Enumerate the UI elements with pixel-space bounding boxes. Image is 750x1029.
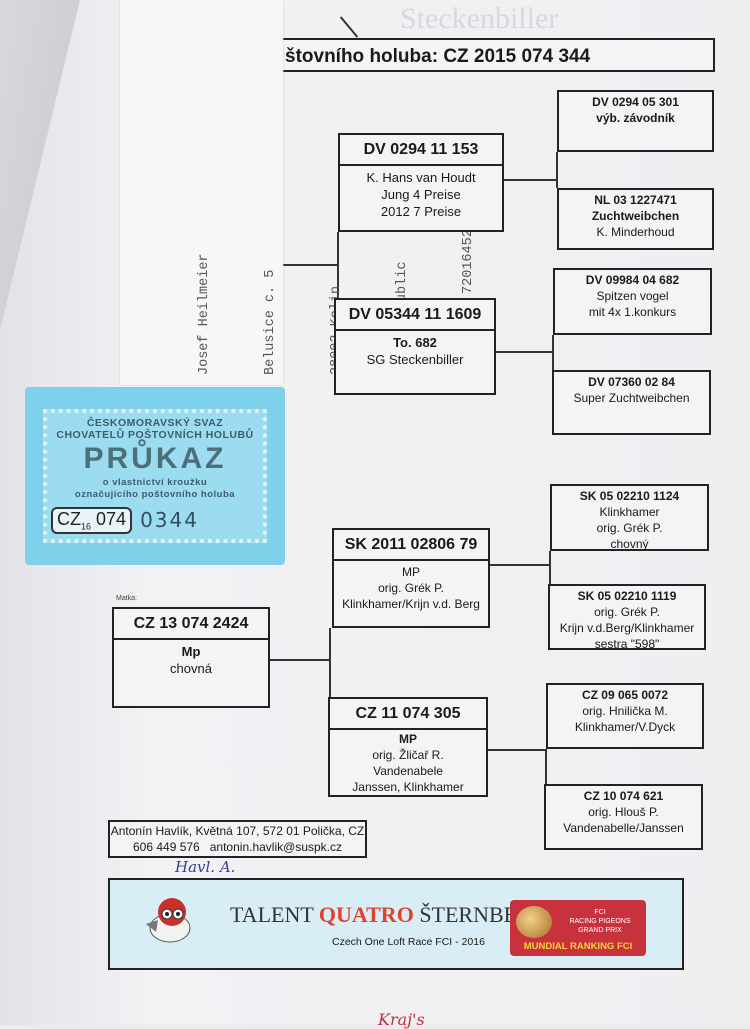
ring-number: DV 0294 05 301 [592, 95, 679, 109]
bird-info: Zuchtweibchen [591, 209, 680, 223]
ring-number: NL 03 1227471 [594, 193, 677, 207]
dam-ring: CZ 13 074 2424 [114, 609, 268, 640]
bird-info: chovný [610, 537, 649, 551]
bird-info: Vandenabele [373, 764, 443, 778]
connector-dam-dam-parents [488, 749, 547, 784]
address-name: Josef Heilmeier [197, 253, 212, 375]
ring-number: DV 07360 02 84 [588, 375, 675, 389]
pedigree-title: štovního holuba: CZ 2015 074 344 [283, 38, 715, 72]
bird-info: MP [402, 565, 420, 579]
dss-sire-box: DV 09984 04 682 Spitzen vogel mit 4x 1.k… [553, 268, 712, 335]
bird-info: Krijn v.d.Berg/Klinkhamer [559, 621, 695, 635]
bird-info: orig. Hlouš P. [588, 805, 659, 819]
ring-code-box: CZ16 074 [51, 507, 133, 534]
ring-code: 074 [96, 509, 127, 529]
dam-dam-dam-box: CZ 10 074 621 orig. Hlouš P. Vandenabell… [544, 784, 703, 850]
sire-ring: DV 0294 11 153 [340, 135, 502, 166]
bird-info: Vandenabelle/Janssen [563, 821, 684, 835]
card-description: označujícího poštovního holuba [74, 489, 236, 500]
badge-line: FCI [594, 909, 606, 916]
sire-box: DV 0294 11 153 K. Hans van Houdt Jung 4 … [338, 133, 504, 232]
bird-info: Janssen, Klinkhamer [352, 780, 464, 794]
address-label [120, 0, 359, 385]
badge-line: GRAND PRIX [578, 927, 622, 934]
banner-title-quatro: QUATRO [318, 902, 414, 927]
ring-number: 0344 [140, 508, 199, 533]
ring-ownership-card: ČESKOMORAVSKÝ SVAZ CHOVATELŮ POŠTOVNÍCH … [25, 387, 285, 565]
dss-dam-box: DV 07360 02 84 Super Zuchtweibchen [552, 370, 711, 435]
owner-box: Antonín Havlík, Květná 107, 572 01 Polič… [108, 820, 367, 858]
sire-info: Jung 4 Preise [381, 187, 461, 202]
dam-dam-sire-box: CZ 09 065 0072 orig. Hnilička M. Klinkha… [546, 683, 704, 749]
ring-number: SK 05 02210 1124 [579, 489, 680, 503]
signature: Havl. A. [175, 858, 236, 876]
ring-country: CZ [57, 509, 81, 529]
ring-number: CZ 10 074 621 [583, 789, 664, 803]
banner-title-part: TALENT [230, 902, 319, 927]
owner-address: Antonín Havlík, Květná 107, 572 01 Polič… [110, 824, 365, 838]
bird-info: orig. Žličař R. [372, 748, 444, 762]
bird-info: Klinkhamer [599, 505, 660, 519]
handwritten-note: Kraj's [378, 1010, 425, 1029]
sponsor-banner: TALENT QUATRO ŠTERNBERK Czech One Loft R… [108, 878, 684, 970]
dam-sire-dam-box: SK 05 02210 1119 orig. Grék P. Krijn v.d… [548, 584, 706, 651]
fci-badge: FCI RACING PIGEONS GRAND PRIX MUNDIAL RA… [510, 900, 646, 956]
bird-info: Mp [181, 644, 201, 659]
dam-box: CZ 13 074 2424 Mp chovná [112, 607, 270, 708]
dam-sire-sire-box: SK 05 02210 1124 Klinkhamer orig. Grék P… [550, 484, 709, 551]
card-org-line: ČESKOMORAVSKÝ SVAZ [86, 417, 224, 429]
card-description: o vlastnictví kroužku [102, 477, 208, 488]
bird-info: sestra "598" [594, 637, 660, 651]
card-title: PRŮKAZ [83, 442, 227, 475]
ring-number: CZ 09 065 0072 [581, 688, 669, 702]
connector-dss-parents [496, 335, 554, 370]
ring-number: DV 09984 04 682 [585, 273, 680, 287]
badge-line: RACING PIGEONS [569, 918, 631, 925]
banner-subtitle: Czech One Loft Race FCI - 2016 [332, 936, 485, 948]
pigeon-globe-icon [516, 906, 552, 938]
bird-info: mit 4x 1.konkurs [588, 305, 677, 319]
bird-info: orig. Hnilička M. [582, 704, 668, 718]
faded-bleed-through-text: Steckenbiller [400, 2, 559, 35]
owner-phone: 606 449 576 [133, 840, 200, 854]
sire-line-dam-box: DV 05344 11 1609 To. 682 SG Steckenbille… [334, 298, 496, 395]
bird-info: výb. závodník [596, 111, 675, 125]
ring-number: DV 05344 11 1609 [336, 300, 494, 331]
bird-info: Klinkhamer/Krijn v.d. Berg [342, 597, 480, 611]
dam-dam-box: CZ 11 074 305 MP orig. Žličař R. Vandena… [328, 697, 488, 797]
sire-dam-box: NL 03 1227471 Zuchtweibchen K. Minderhou… [557, 188, 714, 250]
ring-number: CZ 11 074 305 [330, 699, 486, 730]
sire-info: 2012 7 Preise [380, 204, 462, 219]
card-org-line: CHOVATELŮ POŠTOVNÍCH HOLUBŮ [56, 429, 254, 441]
bird-info: orig. Grék P. [378, 581, 444, 595]
badge-ranking: MUNDIAL RANKING FCI [523, 941, 633, 952]
connector-sire [283, 232, 339, 298]
bird-info: orig. Grék P. [596, 521, 663, 535]
dam-sire-box: SK 2011 02806 79 MP orig. Grék P. Klinkh… [332, 528, 490, 628]
address-street: Belusice c. 5 [263, 269, 278, 375]
bird-info: K. Minderhoud [596, 225, 675, 239]
ring-number: SK 05 02210 1119 [577, 589, 677, 603]
sire-sire-box: DV 0294 05 301 výb. závodník [557, 90, 714, 152]
bird-info: Klinkhamer/V.Dyck [574, 720, 676, 734]
bird-info: To. 682 [393, 335, 437, 350]
bird-info: Super Zuchtweibchen [573, 391, 690, 405]
pigeon-mascot-icon [146, 898, 191, 943]
connector-dam-sire-parents [490, 551, 551, 584]
bird-info: orig. Grék P. [594, 605, 660, 619]
bird-info: MP [399, 732, 417, 746]
connector-sire-parents [504, 152, 558, 188]
sire-info: K. Hans van Houdt [366, 170, 476, 185]
connector-dam [270, 628, 331, 697]
ring-number: SK 2011 02806 79 [334, 530, 488, 561]
bird-info: SG Steckenbiller [366, 352, 464, 367]
dam-label: Matka: [116, 595, 138, 602]
ring-year: 16 [81, 521, 92, 532]
banner-title: TALENT QUATRO ŠTERNBERK [230, 902, 548, 928]
owner-email: antonin.havlik@suspk.cz [209, 840, 342, 854]
bird-info: chovná [170, 661, 212, 676]
bird-info: Spitzen vogel [596, 289, 669, 303]
